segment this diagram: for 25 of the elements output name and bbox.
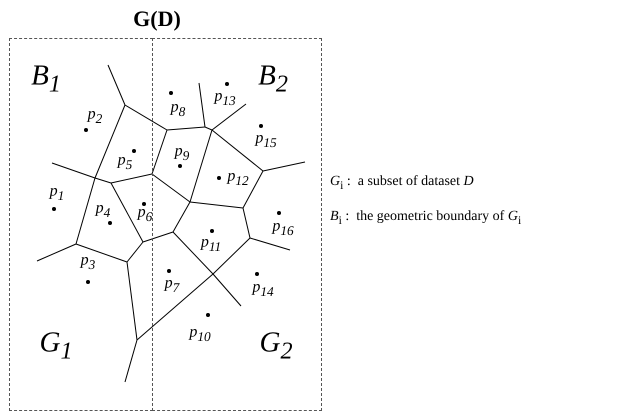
dashed-region-box [152,38,322,411]
point-label: p$_{16}$ [272,218,294,238]
boundary-label: B$_{2}$ [258,62,288,96]
point-label: p$_{13}$ [214,88,236,108]
point-label: p$_{2}$ [88,106,102,126]
point-label: p$_{3}$ [80,252,96,272]
point-label: p$_{7}$ [164,276,180,294]
point-label: p$_{5}$ [118,152,132,172]
boundary-label: B$_{1}$ [31,62,61,96]
dashed-region-box [9,38,153,411]
point-label: p$_{6}$ [138,204,152,224]
point-label: p$_{8}$ [170,100,186,118]
point-label: p$_{1}$ [50,184,64,202]
point-label: p$_{14}$ [252,280,274,298]
group-label: G$_{1}$ [39,328,73,364]
legend-note: B$_{i}$ : the geometric boundary of G$_{i}$ [330,210,522,226]
point-label: p$_{9}$ [174,144,190,162]
diagram-title: G(D) [133,8,181,30]
point-label: p$_{15}$ [255,130,277,150]
point-label: p$_{12}$ [227,168,249,188]
legend-note: G$_{i}$ : a subset of dataset D [330,175,474,192]
group-label: G$_{2}$ [259,328,293,364]
point-label: p$_{10}$ [189,324,211,344]
point-label: p$_{4}$ [96,200,110,220]
point-label: p$_{11}$ [200,234,222,254]
